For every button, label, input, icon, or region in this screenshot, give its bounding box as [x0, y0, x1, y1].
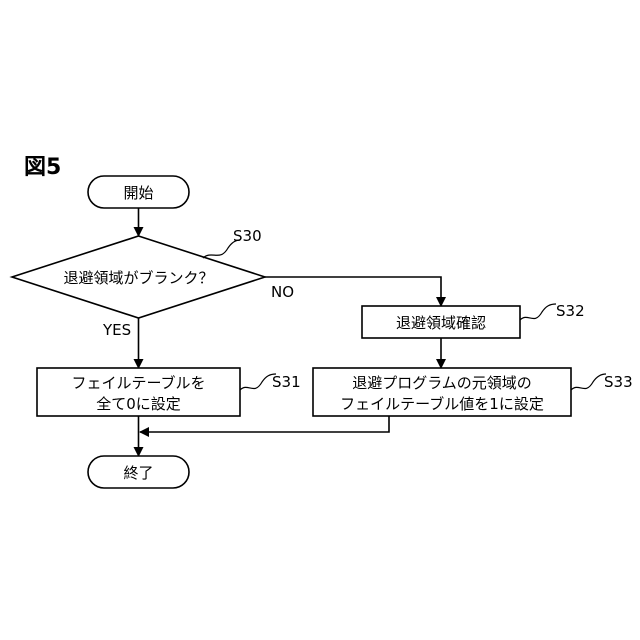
s33-leader — [571, 374, 606, 390]
s32-leader — [520, 304, 556, 320]
figure-title: 図5 — [24, 155, 61, 180]
decision-label: 退避領域がブランク？ — [63, 269, 213, 287]
yes-label: YES — [102, 321, 131, 339]
set-one-line2: フェイルテーブル値を1に設定 — [340, 395, 544, 413]
edge-set-one-to-merge — [140, 416, 389, 432]
set-zero-line2: 全て0に設定 — [96, 395, 181, 413]
s30-label: S30 — [233, 227, 262, 245]
set-zero-line1: フェイルテーブルを — [71, 374, 205, 392]
s31-leader — [240, 374, 276, 390]
set-one-line1: 退避プログラムの元領域の — [352, 374, 532, 392]
no-label: NO — [271, 283, 294, 301]
s33-label: S33 — [604, 373, 633, 391]
s32-label: S32 — [556, 302, 585, 320]
check-label: 退避領域確認 — [396, 314, 486, 332]
start-label: 開始 — [123, 184, 153, 202]
end-label: 終了 — [123, 464, 153, 482]
s31-label: S31 — [272, 373, 301, 391]
